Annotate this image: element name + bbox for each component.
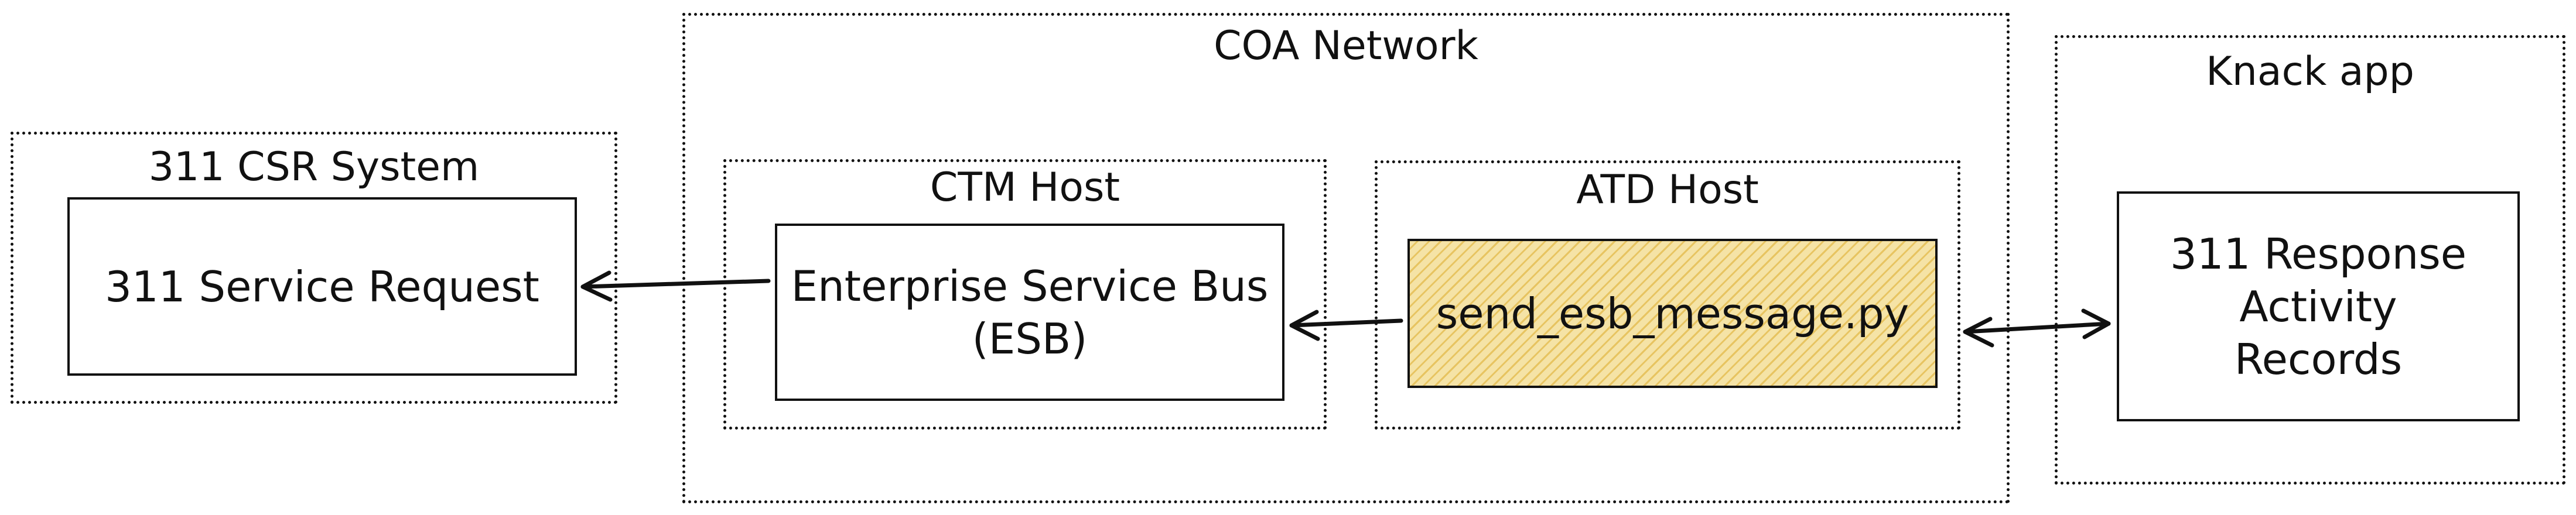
group-label-311-csr-system: 311 CSR System [148,144,480,190]
enterprise-service-bus: Enterprise Service Bus (ESB) [775,224,1284,401]
group-311-csr-system: 311 CSR System [11,132,617,404]
records-label-line3: Records [2234,334,2403,384]
group-coa-network: COA Network [682,13,2010,503]
records-label-line2: Activity [2239,281,2397,331]
311-response-activity-records: 311 Response Activity Records [2117,191,2520,421]
send-esb-message-script-label: send_esb_message.py [1436,289,1909,338]
records-label-line1: 311 Response [2170,229,2467,279]
group-knack-app: Knack app [2055,35,2565,485]
group-label-coa-network: COA Network [1214,23,1478,69]
enterprise-service-bus-label-line2: (ESB) [972,314,1088,363]
group-label-atd-host: ATD Host [1576,167,1759,213]
enterprise-service-bus-label-line1: Enterprise Service Bus [791,261,1269,311]
group-label-ctm-host: CTM Host [930,164,1120,211]
311-service-request-label: 311 Service Request [105,262,539,311]
send-esb-message-script: send_esb_message.py [1407,239,1938,388]
group-ctm-host: CTM Host [723,159,1327,430]
311-service-request: 311 Service Request [67,197,577,376]
group-label-knack-app: Knack app [2206,49,2414,95]
group-atd-host: ATD Host [1375,160,1960,430]
